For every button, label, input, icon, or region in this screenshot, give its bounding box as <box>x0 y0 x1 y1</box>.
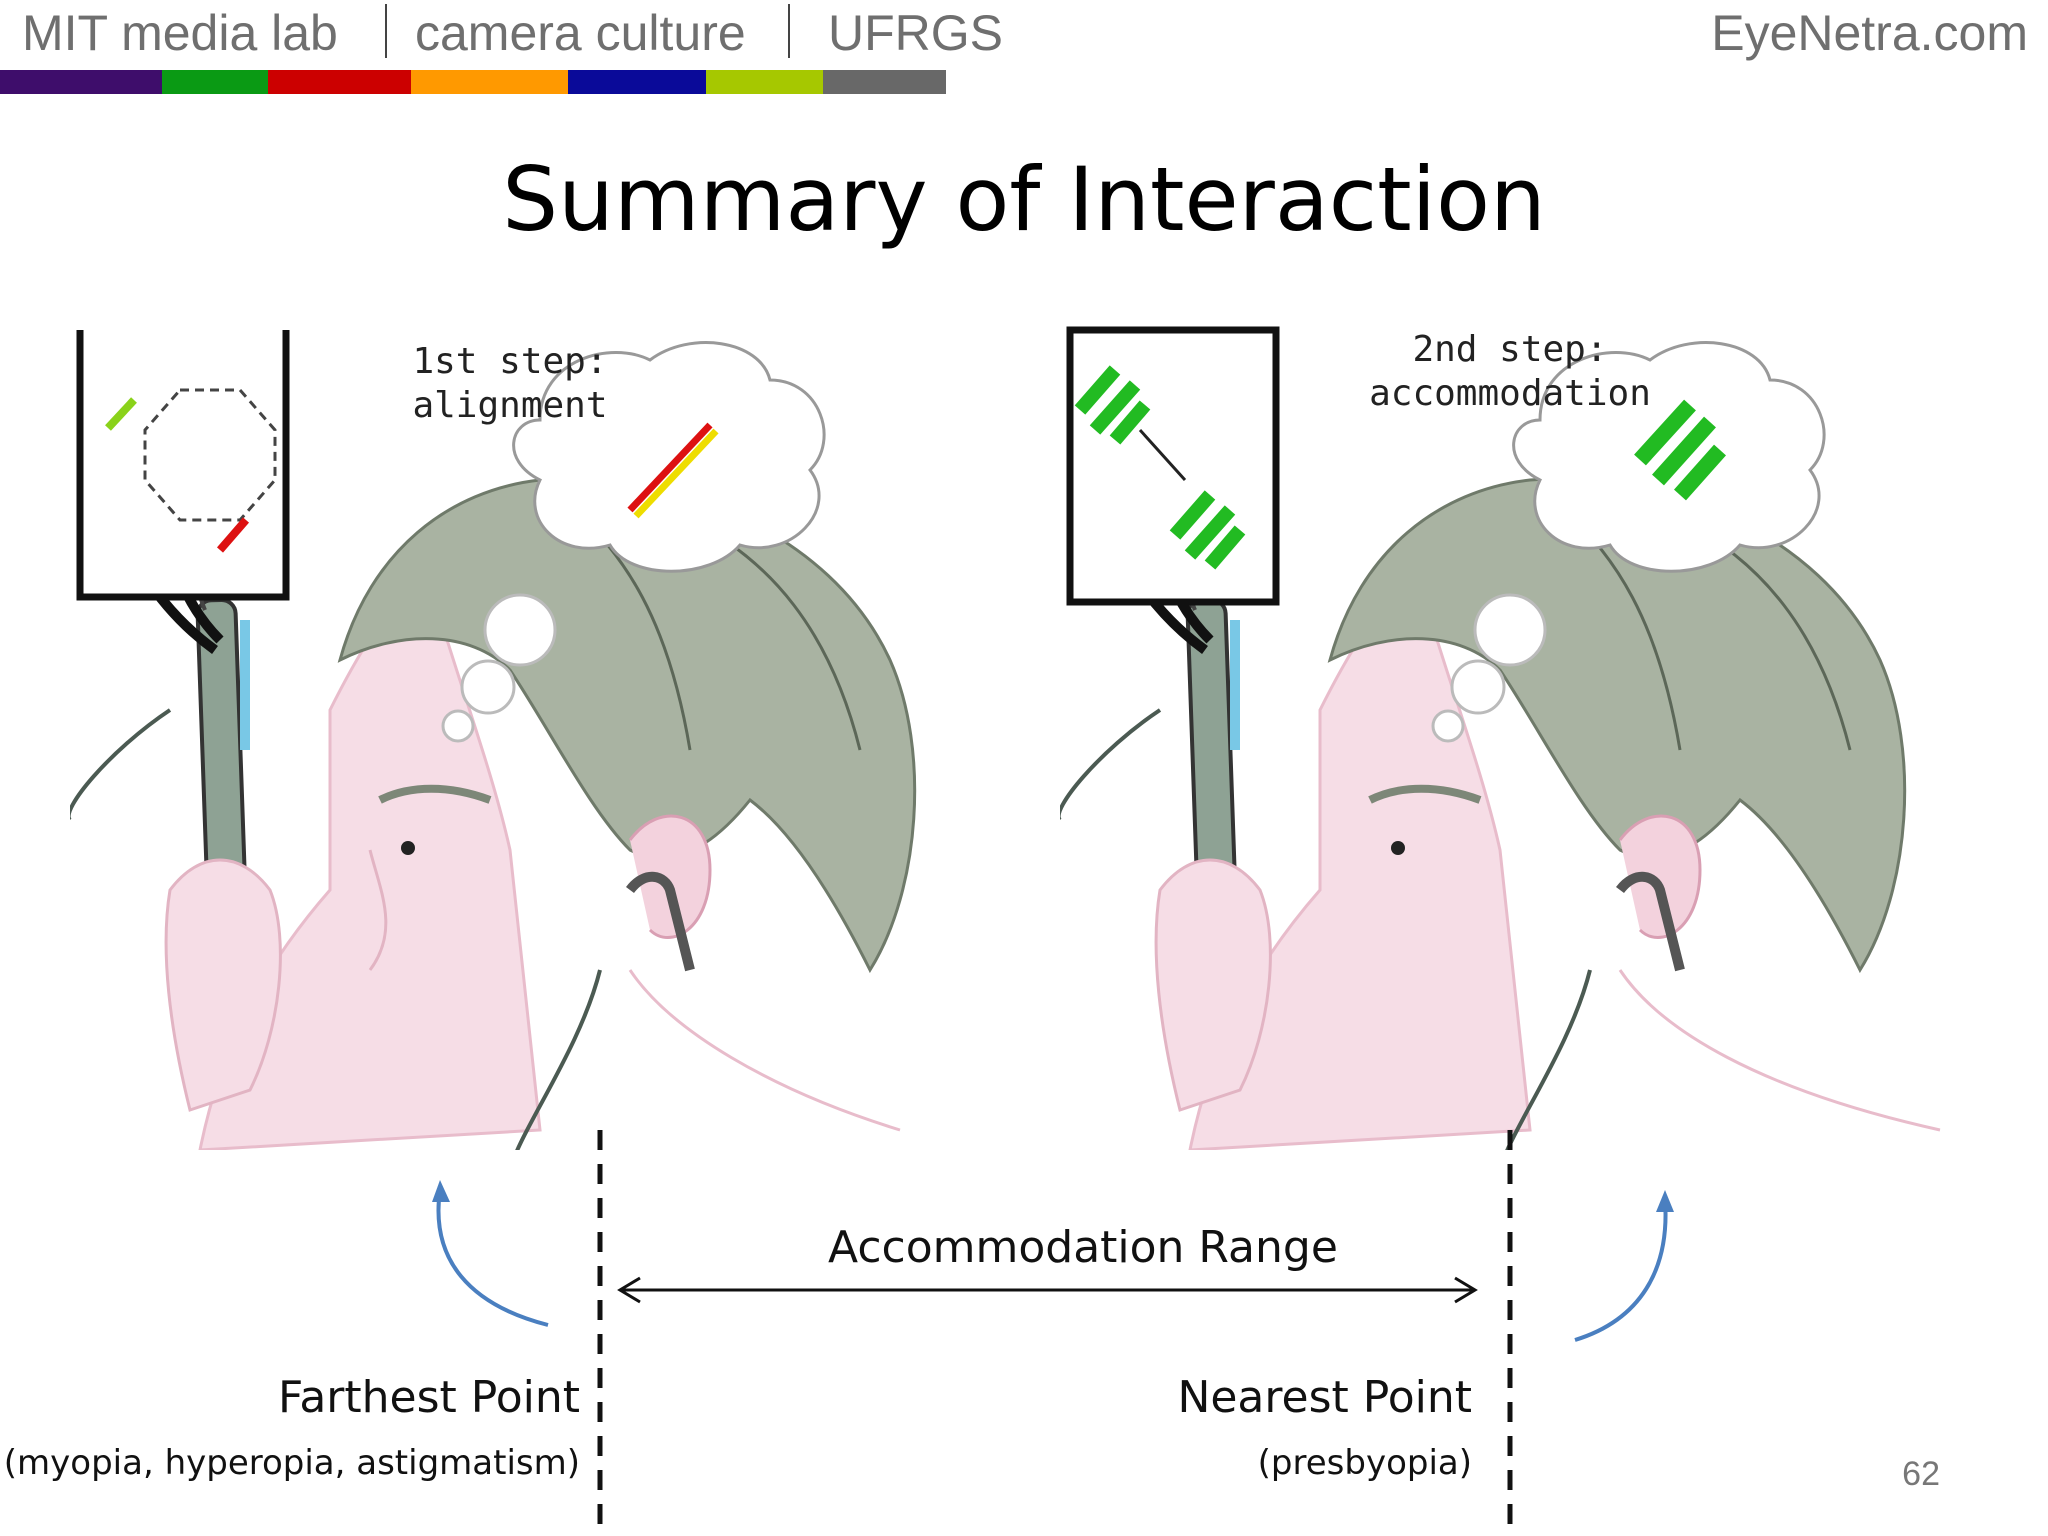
accommodation-range-label: Accommodation Range <box>828 1222 1338 1273</box>
color-segment <box>568 70 706 94</box>
step-1-label: 1st step: alignment <box>410 340 610 428</box>
step-2-line1: 2nd step: <box>1412 329 1608 370</box>
step-2-label: 2nd step: accommodation <box>1340 328 1680 416</box>
illustration-accommodation <box>1060 326 1941 1150</box>
color-segment <box>823 70 946 94</box>
header-eyenetra: EyeNetra.com <box>1711 5 2028 61</box>
header-separator <box>788 4 790 58</box>
range-diagram <box>432 1130 1674 1536</box>
header-color-bar <box>0 70 946 94</box>
slide-title: Summary of Interaction <box>502 148 1546 251</box>
color-segment <box>162 70 268 94</box>
header-separator <box>385 4 387 58</box>
farthest-point-title: Farthest Point <box>278 1372 580 1423</box>
step-1-line1: 1st step: <box>412 341 608 382</box>
nearest-point-subtitle: (presbyopia) <box>1257 1443 1472 1483</box>
color-segment <box>411 70 568 94</box>
illustration-alignment <box>70 330 917 1150</box>
nearest-point-pointer <box>1574 1199 1668 1342</box>
header-camera-culture: camera culture <box>415 5 746 61</box>
color-segment <box>268 70 411 94</box>
header-mit-media-lab: MIT media lab <box>22 5 338 61</box>
page-number: 62 <box>1902 1455 1940 1493</box>
color-segment <box>0 70 162 94</box>
step-1-line2: alignment <box>412 385 608 426</box>
header-ufrgs: UFRGS <box>828 5 1003 61</box>
farthest-point-pointer <box>436 1189 549 1327</box>
farthest-point-subtitle: (myopia, hyperopia, astigmatism) <box>3 1443 580 1483</box>
nearest-point-title: Nearest Point <box>1177 1372 1472 1423</box>
color-segment <box>706 70 823 94</box>
step-2-line2: accommodation <box>1369 373 1651 414</box>
